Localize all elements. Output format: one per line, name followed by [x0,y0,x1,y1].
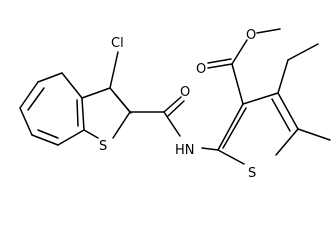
chlorine-label: Cl [111,36,124,51]
methyl-ester-group [207,28,281,105]
benzothiophene-five-ring [81,87,132,139]
amide-group [129,96,219,151]
ester-methoxy-oxygen-label: O [246,28,256,43]
amide-oxygen-label: O [180,85,190,100]
thiophene-sulfur-label: S [248,166,256,181]
benzothiophene-sulfur-label: S [99,139,107,154]
c-cl-bond [109,51,119,89]
ester-carbonyl-oxygen-label: O [196,62,206,77]
chemical-structure-diagram: Cl S O HN O O S [19,28,331,181]
ethyl-group [277,43,319,94]
methyl-bond [297,128,331,141]
benzene-ring [19,72,85,146]
amide-nh-label: HN [175,143,195,158]
thiophene-ring [217,92,299,165]
